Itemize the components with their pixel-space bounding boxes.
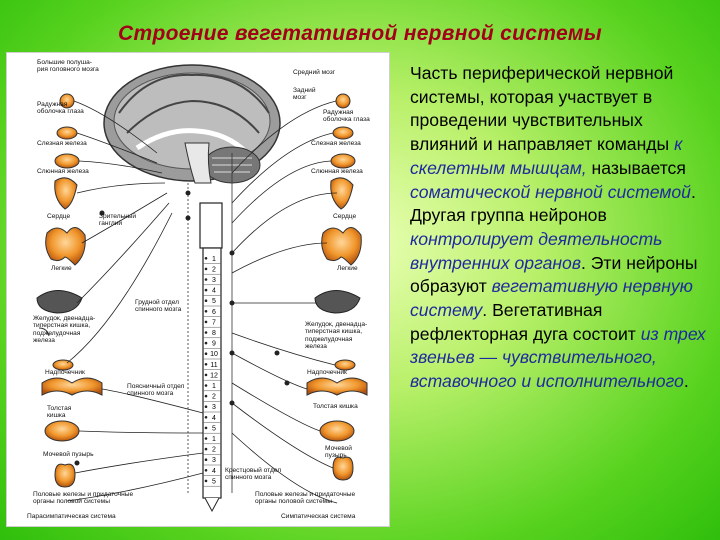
segment-dot <box>204 447 208 451</box>
segment-number: 12 <box>210 372 218 379</box>
label-salivary-left: Слюнная железа <box>37 168 89 175</box>
segment-dot <box>204 257 208 260</box>
segment-number: 7 <box>212 319 216 326</box>
segment-dot <box>204 299 208 302</box>
label-salivary-right: Слюнная железа <box>311 168 363 175</box>
spinal-cord <box>199 202 223 513</box>
text-part-3: . Другая группа нейронов <box>410 181 696 226</box>
text-emphasis-skeletal: к скелетным мышцам, <box>410 134 683 178</box>
segment-dot <box>204 320 208 324</box>
label-lacrimal-right: Слезная железа <box>311 140 361 147</box>
segment-number: 11 <box>210 362 217 369</box>
segment-number: 1 <box>212 256 216 263</box>
segment-dot <box>204 469 208 472</box>
segment-dot <box>204 479 208 483</box>
text-emphasis-autonomic: вегетативную нервную систему <box>410 276 693 321</box>
text-emphasis-controls: контролирует деятельность внутренних орг… <box>410 228 663 273</box>
segment-dot <box>204 278 208 281</box>
label-heart-left: Сердце <box>47 213 71 220</box>
label-lungs-right: Легкие <box>337 265 358 272</box>
segment-number: 4 <box>212 415 216 422</box>
segment-dot <box>204 458 208 462</box>
label-colon-right: Толстая кишка <box>313 403 358 410</box>
segment-dot <box>204 405 208 409</box>
segment-dot <box>204 331 208 334</box>
text-part-2: называется <box>586 157 686 178</box>
label-lacrimal-left: Слезная железа <box>37 140 87 147</box>
brain-illustration <box>103 64 281 184</box>
text-part-5: . Вегетативная рефлекторная дуга состоит <box>410 300 641 344</box>
organs-left <box>36 93 103 488</box>
segment-number: 8 <box>212 330 216 337</box>
segment-number: 4 <box>212 288 216 295</box>
label-lungs-left: Легкие <box>51 265 72 272</box>
text-part-6: . <box>683 371 689 392</box>
segment-number: 9 <box>212 341 216 348</box>
segment-dot <box>204 416 208 419</box>
slide-title: Строение вегетативной нервной системы <box>118 22 602 45</box>
segment-dot <box>204 341 208 345</box>
text-part-1: Часть периферической нервной системы, ко… <box>410 63 675 155</box>
label-hemispheres: Большие полуша-рия головного мозга <box>37 59 99 74</box>
segment-number: 5 <box>212 298 216 305</box>
nerve-paths <box>66 100 338 504</box>
label-adrenal-left: Надпочечник <box>45 369 85 376</box>
segment-number: 6 <box>212 309 216 316</box>
text-emphasis-somatic: соматической нервной системой <box>410 181 691 202</box>
segment-dot <box>204 384 208 387</box>
segment-dot <box>204 426 208 430</box>
ganglia <box>74 190 290 466</box>
segment-number: 5 <box>212 425 216 432</box>
label-bladder-left: Мочевой пузырь <box>43 451 94 458</box>
segment-dot <box>204 373 208 377</box>
segment-number: 3 <box>212 404 216 411</box>
segment-dot <box>204 310 208 313</box>
segment-number: 2 <box>212 266 216 273</box>
segment-dot <box>204 394 208 398</box>
segment-dot <box>204 267 208 271</box>
label-adrenal-right: Надпочечник <box>307 369 347 376</box>
segment-number: 1 <box>212 383 216 390</box>
segment-number: 3 <box>212 457 216 464</box>
explanation-text: Часть периферической нервной системы, ко… <box>410 62 710 394</box>
label-parasympathetic: Парасимпатическая система <box>27 513 116 520</box>
label-heart-right: Сердце <box>333 213 357 220</box>
label-stomach-left: Желудок, двенадца-типерстная кишка,подже… <box>33 315 96 345</box>
text-part-4: . Эти нейроны образуют <box>410 252 698 297</box>
text-emphasis-three-links: из трех звеньев — чувствительного, встав… <box>410 323 706 392</box>
segment-number: 5 <box>212 478 216 485</box>
segment-number: 4 <box>212 468 216 475</box>
segment-dot <box>204 437 208 440</box>
segment-dot <box>204 288 208 292</box>
segment-number: 10 <box>210 351 218 358</box>
segment-dot <box>204 363 208 366</box>
segment-number: 3 <box>212 277 216 284</box>
segment-number: 2 <box>212 447 216 454</box>
segment-dot <box>204 352 208 356</box>
label-midbrain: Средний мозг <box>293 69 336 76</box>
label-stomach-right: Желудок, двенадца-типерстная кишка,подже… <box>305 321 368 351</box>
segment-number: 2 <box>212 394 216 401</box>
segment-number: 1 <box>212 436 216 443</box>
label-sympathetic: Симпатическая система <box>281 513 356 520</box>
organs-right <box>306 93 368 481</box>
